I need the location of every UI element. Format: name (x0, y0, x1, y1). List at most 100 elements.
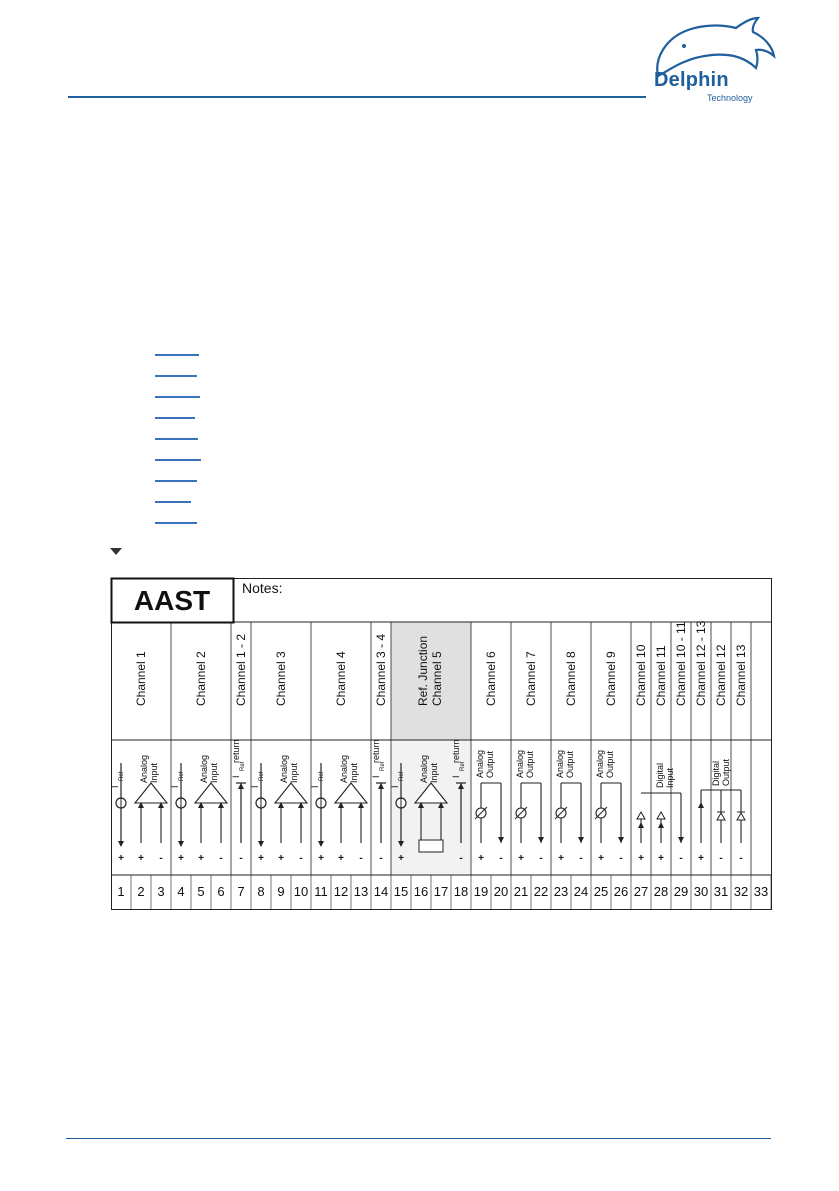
terminal-number: 32 (734, 884, 748, 899)
arrow-down-icon (498, 837, 504, 843)
digital-label: Digital (711, 761, 721, 786)
polarity-label: + (518, 853, 524, 864)
iref-sub-label: Ref (380, 761, 386, 771)
terminal-number: 8 (257, 884, 264, 899)
input-label: Input (209, 762, 219, 783)
return-label: return (451, 739, 461, 763)
terminal-number: 13 (354, 884, 368, 899)
analog-label: Analog (595, 750, 605, 778)
polarity-label: - (359, 853, 362, 864)
input-label: Input (429, 762, 439, 783)
iref-sub-label: Ref (460, 761, 466, 771)
iref-label: I (371, 775, 381, 778)
arrow-down-icon (118, 841, 124, 847)
output-adjust-icon (474, 806, 488, 820)
terminal-number: 4 (177, 884, 184, 899)
module-name-box (110, 577, 235, 624)
arrow-up-icon (638, 822, 644, 828)
channel-label: Channel 3 - 4 (374, 634, 388, 706)
thermistor-icon (418, 839, 444, 853)
channel-label: Channel 1 - 2 (234, 634, 248, 706)
polarity-label: + (138, 853, 144, 864)
footer-rule (66, 1138, 771, 1139)
arrow-up-icon (458, 783, 464, 789)
terminal-number: 14 (374, 884, 388, 899)
analog-label: Analog (139, 755, 149, 783)
terminal-number: 28 (654, 884, 668, 899)
arrow-down-icon (318, 841, 324, 847)
channel-label: Channel 10 - 11 (674, 621, 688, 706)
polarity-label: - (679, 853, 682, 864)
channel-label: Channel 10 (634, 644, 648, 706)
polarity-label: - (219, 853, 222, 864)
amplifier-icon (333, 782, 369, 804)
polarity-label: + (318, 853, 324, 864)
polarity-label: - (739, 853, 742, 864)
ref-junction-shade (391, 622, 471, 740)
polarity-label: + (278, 853, 284, 864)
polarity-label: + (598, 853, 604, 864)
terminal-number: 1 (117, 884, 124, 899)
terminal-number: 27 (634, 884, 648, 899)
led-icon (656, 810, 666, 820)
switch-icon (716, 811, 726, 821)
polarity-label: + (398, 853, 404, 864)
input-label: Input (665, 767, 675, 788)
terminal-number: 9 (277, 884, 284, 899)
arrow-down-icon (178, 841, 184, 847)
polarity-label: + (558, 853, 564, 864)
channel-label: Ref. Junction (416, 636, 430, 706)
terminal-number: 15 (394, 884, 408, 899)
polarity-label: - (379, 853, 382, 864)
dolphin-logo-icon (656, 16, 776, 78)
input-label: Input (349, 762, 359, 783)
arrow-up-icon (158, 802, 164, 808)
terminal-number: 17 (434, 884, 448, 899)
polarity-label: - (579, 853, 582, 864)
arrow-up-icon (298, 802, 304, 808)
terminal-number: 10 (294, 884, 308, 899)
polarity-label: + (478, 853, 484, 864)
iref-label: I (250, 785, 260, 788)
iref-sub-label: Ref (399, 771, 405, 781)
polarity-label: + (118, 853, 124, 864)
terminal-number: 7 (237, 884, 244, 899)
arrow-down-icon (578, 837, 584, 843)
collapse-triangle-icon[interactable] (110, 548, 122, 555)
diagram-frame (111, 578, 772, 910)
channel-label: Channel 6 (484, 651, 498, 706)
polarity-label: - (539, 853, 542, 864)
terminal-number: 20 (494, 884, 508, 899)
module-name: AAST (134, 585, 210, 616)
iref-label: I (170, 785, 180, 788)
polarity-label: - (299, 853, 302, 864)
output-adjust-icon (554, 806, 568, 820)
polarity-label: + (638, 853, 644, 864)
arrow-up-icon (238, 783, 244, 789)
terminal-number: 31 (714, 884, 728, 899)
polarity-label: - (719, 853, 722, 864)
arrow-down-icon (618, 837, 624, 843)
polarity-label: + (198, 853, 204, 864)
output-adjust-icon (514, 806, 528, 820)
terminal-number: 11 (314, 884, 328, 899)
output-label: Output (485, 750, 495, 778)
channel-label: Channel 3 (274, 651, 288, 706)
channel-label: Channel 4 (334, 651, 348, 706)
polarity-label: - (239, 853, 242, 864)
terminal-number: 18 (454, 884, 468, 899)
arrow-down-icon (538, 837, 544, 843)
polarity-label: + (338, 853, 344, 864)
output-label: Output (605, 750, 615, 778)
arrow-up-icon (218, 802, 224, 808)
terminal-number: 29 (674, 884, 688, 899)
analog-label: Analog (515, 750, 525, 778)
amplifier-icon (193, 782, 229, 804)
terminal-number: 23 (554, 884, 568, 899)
ref-junction-amplifier-icon (413, 782, 449, 804)
led-icon (636, 810, 646, 820)
arrow-up-icon (698, 802, 704, 808)
channel-label: Channel 2 (194, 651, 208, 706)
polarity-label: + (658, 853, 664, 864)
